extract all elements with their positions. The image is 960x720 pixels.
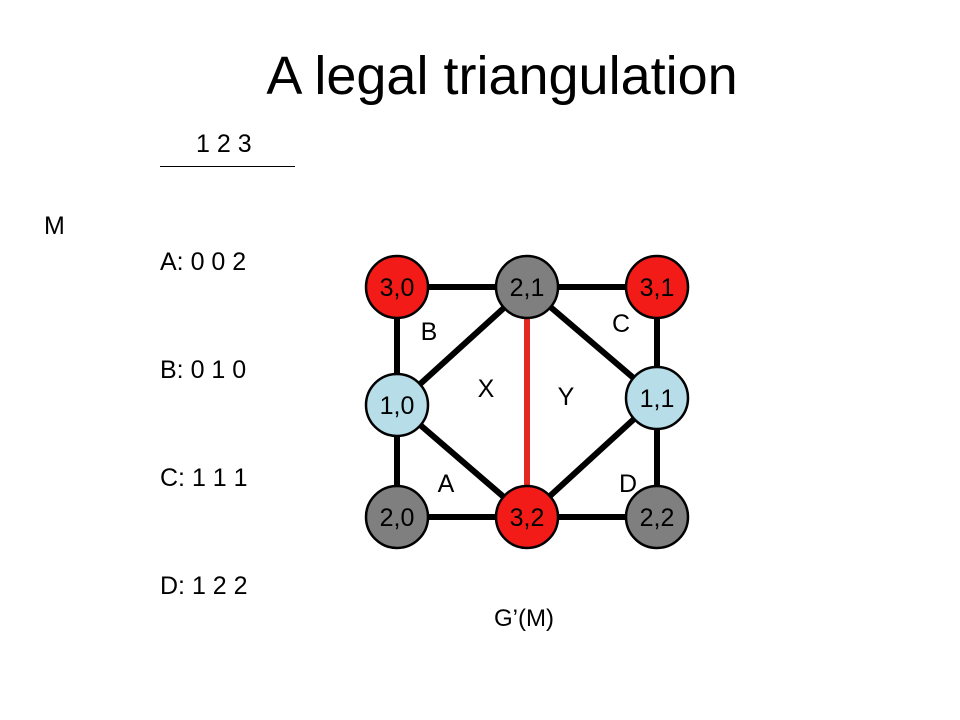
region-label-y: Y	[558, 383, 575, 411]
node-32: 3,2	[494, 484, 560, 550]
region-label-x: X	[478, 375, 495, 403]
page-title: A legal triangulation	[266, 46, 738, 106]
node-30: 3,0	[364, 254, 430, 320]
node-22: 2,2	[624, 484, 690, 550]
node-21: 2,1	[494, 254, 560, 320]
node-circle	[494, 254, 560, 320]
node-label: 2,2	[640, 504, 675, 532]
node-31: 3,1	[624, 254, 690, 320]
region-label-d: D	[619, 470, 637, 498]
matrix-divider	[160, 166, 295, 167]
matrix-rows: A: 0 0 2 B: 0 1 0 C: 1 1 1 D: 1 2 2	[160, 172, 248, 640]
node-circle	[364, 484, 430, 550]
node-label: 1,0	[380, 392, 415, 420]
matrix-name: M	[44, 212, 65, 240]
node-20: 2,0	[364, 484, 430, 550]
matrix-column-header: 1 2 3	[196, 130, 252, 158]
node-label: 3,2	[510, 504, 545, 532]
matrix-row-c: C: 1 1 1	[160, 464, 248, 492]
graph-region-labels: B C X Y A D	[421, 310, 637, 498]
region-label-a: A	[438, 470, 455, 498]
node-label: 2,1	[510, 274, 545, 302]
node-circle	[624, 365, 690, 431]
node-label: 2,0	[380, 504, 415, 532]
graph-caption: G’(M)	[494, 605, 554, 632]
node-circle	[624, 484, 690, 550]
node-circle	[364, 372, 430, 438]
region-label-b: B	[421, 318, 438, 346]
node-10: 1,0	[364, 372, 430, 438]
node-circle	[624, 254, 690, 320]
matrix-row-b: B: 0 1 0	[160, 356, 247, 384]
node-label: 3,1	[640, 274, 675, 302]
matrix-row-a: A: 0 0 2	[160, 248, 247, 276]
node-circle	[494, 484, 560, 550]
node-label: 3,0	[380, 274, 415, 302]
matrix-row-d: D: 1 2 2	[160, 572, 248, 600]
node-circle	[364, 254, 430, 320]
region-label-c: C	[612, 310, 630, 338]
node-label: 1,1	[640, 385, 675, 413]
graph-nodes: 3,0 2,1 3,1 1,0 1,1 2,0 3,2 2,2	[364, 254, 690, 550]
node-11: 1,1	[624, 365, 690, 431]
